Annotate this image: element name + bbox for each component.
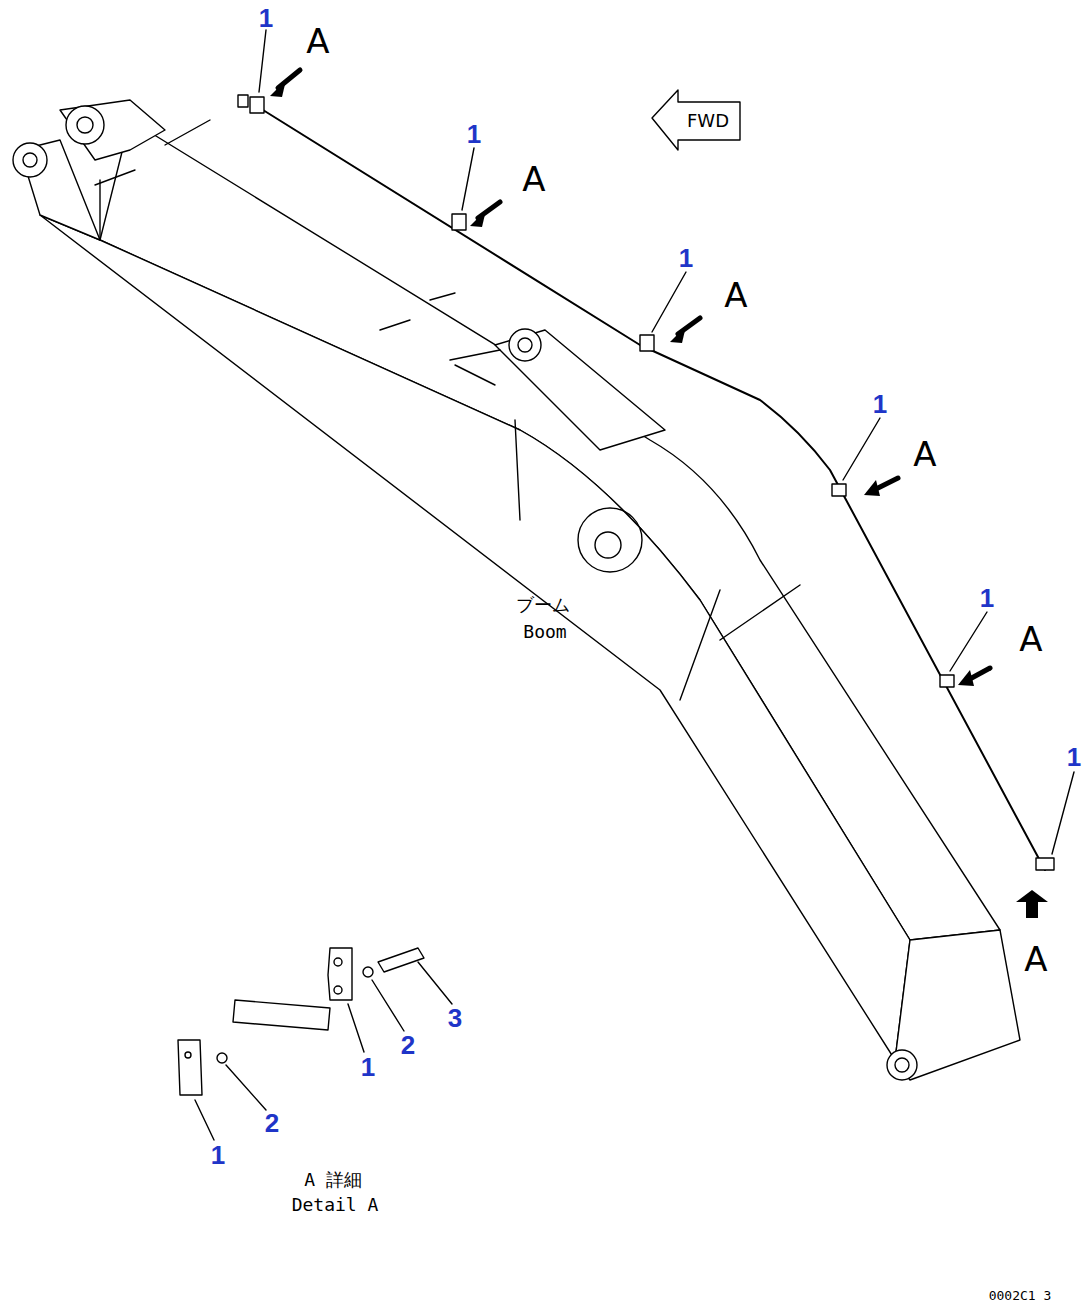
part-name: Boom <box>523 622 566 642</box>
callout-number: 1 <box>980 584 994 613</box>
callout-number: 1 <box>873 390 887 419</box>
drawing-code: 0002C1 3 <box>989 1289 1052 1303</box>
view-letter: A <box>306 23 329 60</box>
callout-number: 1 <box>361 1053 375 1082</box>
callout-number: 2 <box>265 1109 279 1138</box>
callout-number: 1 <box>211 1141 225 1170</box>
view-letter: A <box>1019 621 1042 658</box>
direction-mark: FWD <box>687 111 729 131</box>
callout-number: 2 <box>401 1031 415 1060</box>
view-letter: A <box>1024 941 1047 978</box>
view-letter: A <box>522 161 545 198</box>
callout-number: 1 <box>1067 743 1081 772</box>
part-name: A 詳細 <box>304 1170 362 1190</box>
part-name: ブーム <box>516 595 570 615</box>
callout-number: 3 <box>448 1004 462 1033</box>
callout-number: 1 <box>467 120 481 149</box>
view-letter: A <box>913 436 936 473</box>
view-letter: A <box>724 277 747 314</box>
callout-number: 1 <box>679 244 693 273</box>
part-name: Detail A <box>292 1195 379 1215</box>
callout-number: 1 <box>259 4 273 33</box>
